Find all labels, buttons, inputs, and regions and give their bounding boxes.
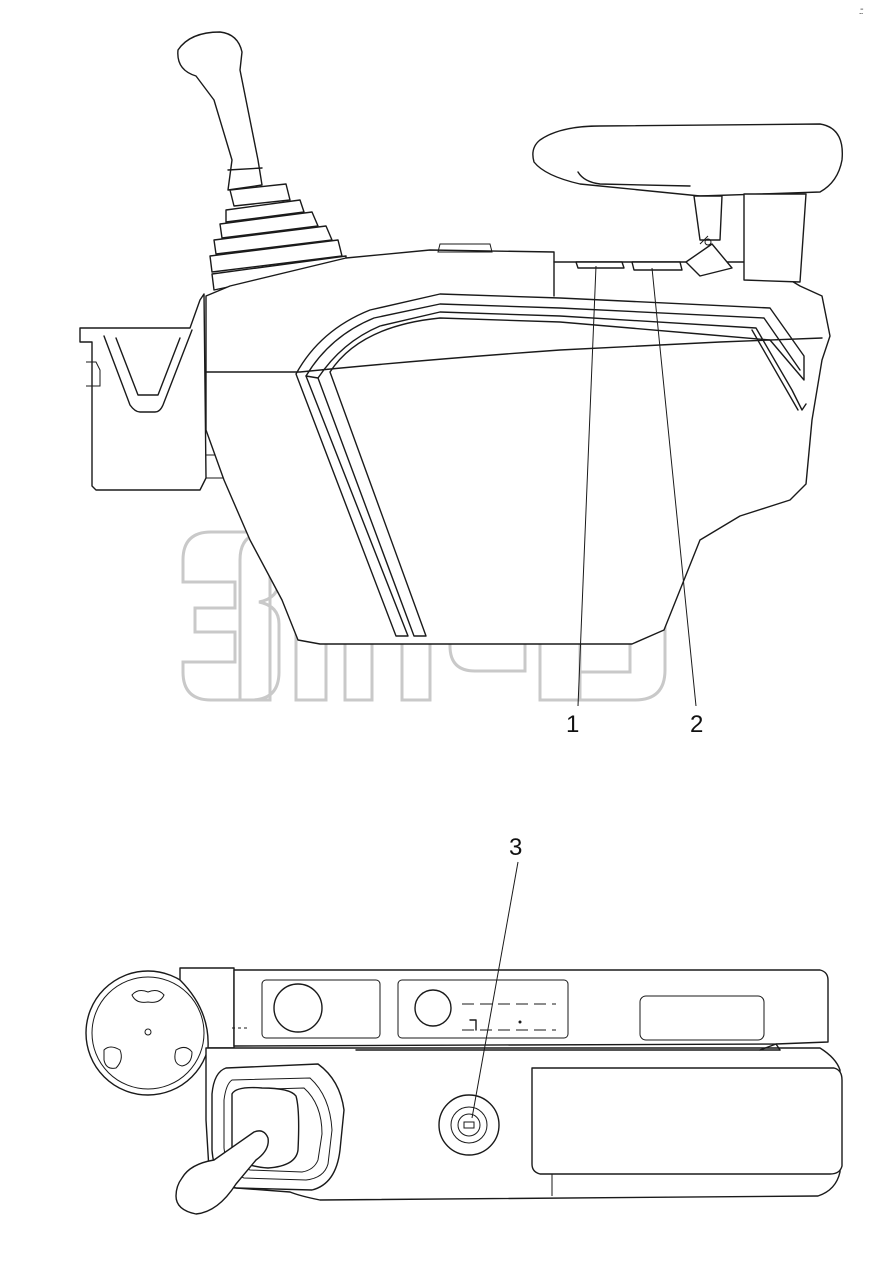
key-switch bbox=[438, 1094, 500, 1156]
console-body-top bbox=[205, 1043, 843, 1201]
joystick-top bbox=[175, 1063, 345, 1215]
switch-2 bbox=[631, 261, 683, 271]
callout-1: 1 bbox=[566, 265, 597, 738]
rotary-knob bbox=[85, 967, 235, 1096]
cup-holder bbox=[79, 293, 225, 491]
console-body-side bbox=[205, 243, 831, 645]
armrest-side bbox=[532, 123, 844, 283]
callout-2: 2 bbox=[651, 267, 703, 738]
callout-1-label: 1 bbox=[566, 711, 579, 738]
callout-3: 3 bbox=[471, 834, 522, 1119]
top-view bbox=[85, 967, 843, 1215]
corner-mark: -̤ bbox=[860, 4, 864, 15]
front-panel bbox=[232, 969, 829, 1047]
callout-3-label: 3 bbox=[509, 834, 522, 861]
joystick-side bbox=[177, 31, 347, 291]
side-view bbox=[79, 31, 844, 645]
callout-2-label: 2 bbox=[690, 711, 703, 738]
switch-1 bbox=[575, 261, 625, 269]
